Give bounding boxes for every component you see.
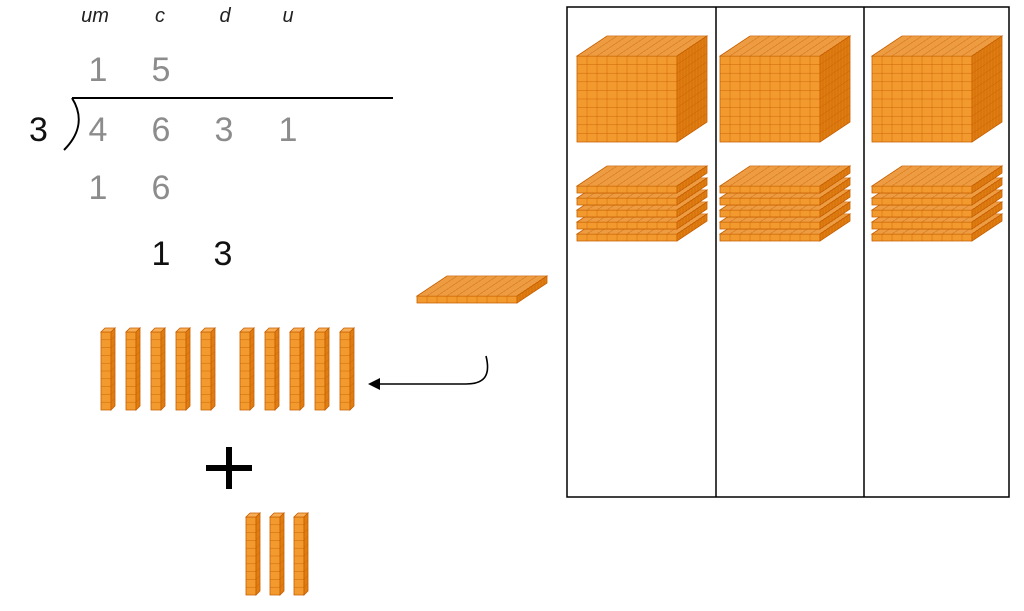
ten-rod (264, 327, 280, 411)
dividend-digit-d: 3 (214, 111, 234, 149)
quotient-digit-1: 1 (88, 51, 108, 89)
divisor: 3 (29, 111, 48, 149)
header-c: c (155, 5, 165, 27)
partial-remainder-2: 6 (151, 169, 171, 207)
thousand-cube (870, 35, 1004, 143)
ten-rod (289, 327, 305, 411)
loose-flat-block (415, 275, 549, 304)
hundred-flat (575, 165, 709, 194)
ten-rod (339, 327, 355, 411)
hundred-flat (415, 275, 549, 304)
exchange-arrow-icon (368, 355, 489, 390)
ten-rod (125, 327, 141, 411)
table-column-2 (718, 35, 852, 242)
partial-remainder-1: 1 (88, 169, 108, 207)
thousand-cube (718, 35, 852, 143)
ten-rod (100, 327, 116, 411)
converted-rods (100, 327, 355, 411)
bring-down-digit-1: 1 (151, 235, 171, 273)
table-column-3 (870, 35, 1004, 242)
division-bracket (63, 97, 393, 151)
plus-icon (206, 447, 252, 489)
table-column-1 (575, 35, 709, 242)
bring-down-digit-2: 3 (213, 235, 233, 273)
hundred-flat (870, 165, 1004, 194)
header-um: um (81, 5, 109, 27)
ten-rod (239, 327, 255, 411)
ten-rod (150, 327, 166, 411)
dividend-digit-um: 4 (88, 111, 108, 149)
ten-rod (269, 512, 285, 596)
place-value-table (566, 6, 1010, 498)
header-u: u (282, 5, 294, 27)
quotient-digit-2: 5 (151, 51, 171, 89)
ten-rod (175, 327, 191, 411)
ten-rod (314, 327, 330, 411)
ten-rod (245, 512, 261, 596)
existing-rods (245, 512, 309, 596)
thousand-cube (575, 35, 709, 143)
dividend-digit-c: 6 (151, 111, 171, 149)
ten-rod (293, 512, 309, 596)
ten-rod (200, 327, 216, 411)
header-d: d (219, 5, 231, 27)
dividend-digit-u: 1 (278, 111, 298, 149)
hundred-flat (718, 165, 852, 194)
